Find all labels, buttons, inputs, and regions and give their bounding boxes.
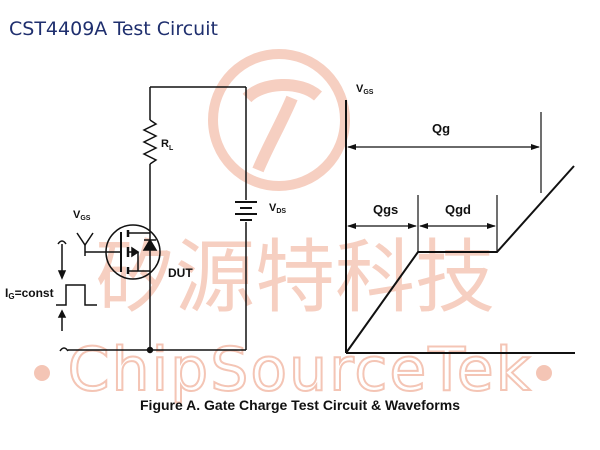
vgs-probe-icon xyxy=(76,232,94,247)
resistor-label: RL xyxy=(161,138,174,152)
gate-voltage-label: VGS xyxy=(73,209,91,222)
qg-arrow-left-icon xyxy=(347,144,356,150)
test-circuit xyxy=(56,86,257,354)
qgs-label: Qgs xyxy=(373,202,398,217)
qg-arrow-right-icon xyxy=(531,144,540,150)
waveform-axis-label: VGS xyxy=(356,83,374,96)
ground-terminal-icon xyxy=(59,347,69,352)
watermark-chinese: 矽源特科技 xyxy=(95,231,495,324)
qgs-arrow-right-icon xyxy=(408,223,417,229)
watermark: 矽源特科技 ChipSourceTek xyxy=(34,49,552,406)
gate-terminal-icon xyxy=(57,240,67,245)
supply-label: VDS xyxy=(269,202,286,215)
gate-voltage-curve xyxy=(345,165,575,354)
gate-current-label: IG=const xyxy=(5,286,54,301)
qg-label: Qg xyxy=(432,121,450,136)
battery-icon xyxy=(235,201,257,221)
figure-caption: Figure A. Gate Charge Test Circuit & Wav… xyxy=(140,397,460,413)
watermark-dot-right-icon xyxy=(536,365,552,381)
load-resistor-icon xyxy=(142,119,158,165)
qgd-arrow-right-icon xyxy=(487,223,496,229)
dut-label: DUT xyxy=(168,266,193,280)
current-pulse-icon xyxy=(56,253,97,331)
watermark-dot-left-icon xyxy=(34,365,50,381)
qgd-arrow-left-icon xyxy=(419,223,428,229)
qgs-arrow-left-icon xyxy=(347,223,356,229)
qgd-label: Qgd xyxy=(445,202,471,217)
watermark-logo-icon xyxy=(208,49,350,191)
gate-charge-waveform xyxy=(345,100,575,354)
mosfet-symbol-icon xyxy=(85,216,158,290)
watermark-latin: ChipSourceTek xyxy=(68,335,533,405)
page-title: CST4409A Test Circuit xyxy=(9,18,218,40)
